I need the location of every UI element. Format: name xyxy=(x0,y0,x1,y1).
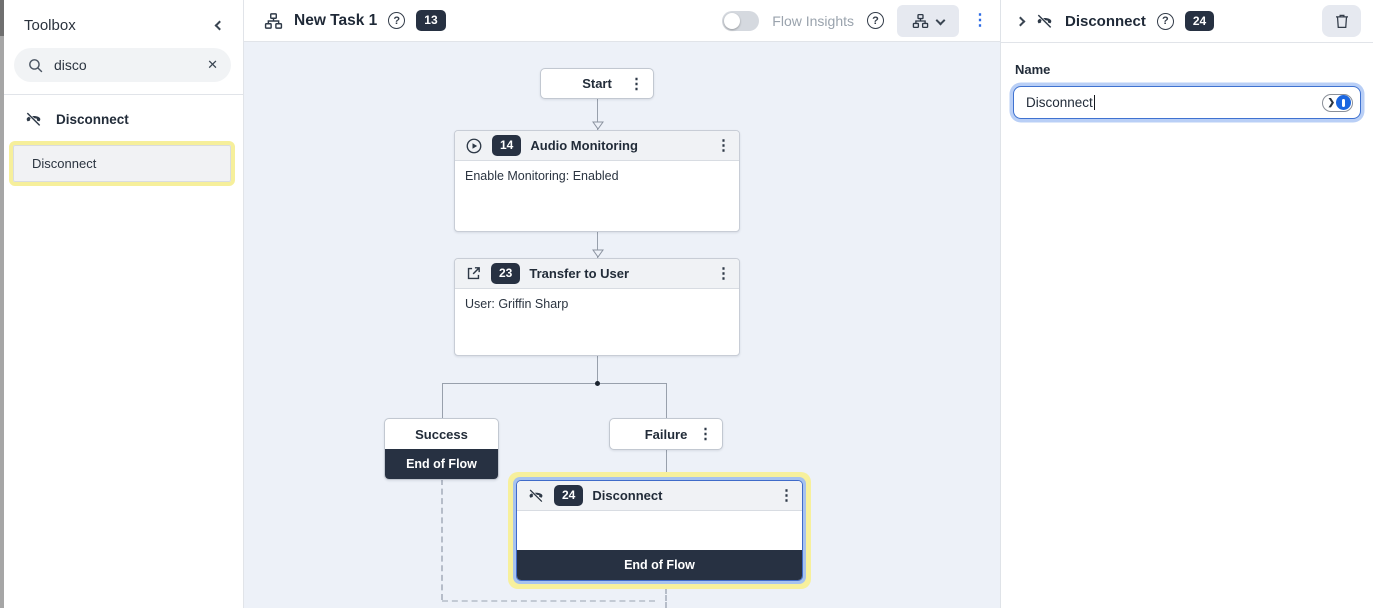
onepassword-circle-icon xyxy=(1336,95,1351,110)
phone-disconnect-icon xyxy=(527,487,545,505)
flow-header: New Task 1 13 Flow Insights xyxy=(244,0,1000,42)
section-label: Disconnect xyxy=(56,112,129,127)
name-field-label: Name xyxy=(1015,62,1051,77)
node-transfer-kebab[interactable] xyxy=(716,266,731,281)
phone-disconnect-icon xyxy=(24,110,43,129)
edge-start-audio xyxy=(597,99,598,130)
inspector-help-icon[interactable] xyxy=(1156,12,1174,30)
scrollbar-thumb[interactable] xyxy=(0,0,4,36)
toggle-knob xyxy=(724,12,741,29)
branch-label: Failure xyxy=(644,426,688,442)
dashed-edge-after-disconnect xyxy=(665,588,667,608)
insights-help-icon[interactable] xyxy=(867,12,884,29)
window-scrollbar[interactable] xyxy=(0,0,4,608)
node-title: Audio Monitoring xyxy=(530,138,638,153)
toolbox-title: Toolbox xyxy=(24,16,76,34)
toolbox-item-disconnect-highlight: Disconnect xyxy=(9,141,235,186)
inspector-node-badge: 24 xyxy=(1184,10,1215,32)
chevron-down-icon xyxy=(935,15,946,26)
text-caret xyxy=(1093,95,1096,110)
inspector-header: Disconnect 24 xyxy=(1001,0,1373,43)
branch-label: Success xyxy=(415,426,468,442)
toolbox-section-disconnect: Disconnect xyxy=(0,95,243,139)
phone-disconnect-icon xyxy=(1035,12,1054,31)
arrowhead-icon xyxy=(592,249,604,258)
name-input-value: Disconnect xyxy=(1026,95,1322,110)
node-disconnect[interactable]: 24 Disconnect End of Flow xyxy=(516,480,803,581)
node-body xyxy=(517,511,802,550)
edge-branch-horizontal xyxy=(442,383,667,384)
flow-area: New Task 1 13 Flow Insights xyxy=(244,0,1000,608)
chevron-right-icon: ❯ xyxy=(1327,97,1335,107)
node-title: Transfer to User xyxy=(529,266,630,281)
toolbox-search[interactable]: disco xyxy=(14,48,231,82)
node-id-badge: 23 xyxy=(491,263,521,284)
toolbox-panel: Toolbox disco Disconnect Disconnect xyxy=(0,0,244,608)
toolbox-header: Toolbox xyxy=(0,0,243,40)
node-start[interactable]: Start xyxy=(540,68,654,99)
search-icon xyxy=(27,57,44,74)
edge-to-success xyxy=(442,383,443,418)
name-input[interactable]: Disconnect ❯ xyxy=(1013,86,1361,119)
node-failure[interactable]: Failure xyxy=(609,418,723,450)
node-success[interactable]: Success End of Flow xyxy=(384,418,499,480)
flow-insights-toggle[interactable] xyxy=(722,10,760,31)
edge-transfer-branch xyxy=(597,356,598,383)
flow-canvas[interactable]: Start 14 Audio Monitoring Enable Monitor… xyxy=(244,42,1000,608)
arrowhead-icon xyxy=(592,121,604,130)
branch-success-head: Success xyxy=(385,419,498,449)
flow-insights-label: Flow Insights xyxy=(772,12,854,29)
node-audio-kebab[interactable] xyxy=(716,138,731,153)
edge-to-failure xyxy=(666,383,667,418)
node-id-badge: 24 xyxy=(554,485,584,506)
branch-junction-dot xyxy=(595,381,600,386)
task-count-badge: 13 xyxy=(416,10,446,31)
dashed-edge-after-success xyxy=(441,479,443,600)
node-start-label: Start xyxy=(582,76,612,91)
delete-node-button[interactable] xyxy=(1322,5,1361,37)
node-disconnect-kebab[interactable] xyxy=(779,488,794,503)
node-title: Disconnect xyxy=(592,488,663,503)
node-transfer-to-user[interactable]: 23 Transfer to User User: Griffin Sharp xyxy=(454,258,740,356)
help-icon[interactable] xyxy=(388,12,406,29)
node-disconnect-highlight: 24 Disconnect End of Flow xyxy=(508,472,811,589)
node-id-badge: 14 xyxy=(492,135,522,156)
edge-audio-transfer xyxy=(597,232,598,258)
flow-header-actions: Flow Insights xyxy=(722,4,988,37)
node-header: 14 Audio Monitoring xyxy=(455,131,739,161)
play-circle-icon xyxy=(465,137,483,155)
dashed-edge-bottom xyxy=(442,600,655,602)
node-header: 23 Transfer to User xyxy=(455,259,739,289)
edge-failure-disconnect xyxy=(666,448,667,472)
toolbox-item-disconnect[interactable]: Disconnect xyxy=(13,145,231,182)
node-disconnect-focus-ring: 24 Disconnect End of Flow xyxy=(513,477,806,584)
end-of-flow-label: End of Flow xyxy=(517,550,802,580)
node-body: User: Griffin Sharp xyxy=(465,297,569,311)
inspector-panel: Disconnect 24 Name Disconnect ❯ xyxy=(1000,0,1373,608)
sitemap-icon xyxy=(912,13,929,29)
node-audio-monitoring[interactable]: 14 Audio Monitoring Enable Monitoring: E… xyxy=(454,130,740,232)
external-link-icon xyxy=(465,265,482,282)
search-input[interactable]: disco xyxy=(54,57,87,73)
inspector-title: Disconnect xyxy=(1065,12,1146,30)
node-header: 24 Disconnect xyxy=(517,481,802,511)
clear-search-icon[interactable] xyxy=(207,57,218,73)
node-start-kebab[interactable] xyxy=(629,76,644,91)
node-failure-kebab[interactable] xyxy=(698,427,713,442)
sitemap-icon xyxy=(264,12,283,30)
flow-menu-kebab[interactable] xyxy=(972,13,988,29)
end-of-flow-label: End of Flow xyxy=(385,449,498,479)
branch-failure-head: Failure xyxy=(610,419,722,449)
task-title: New Task 1 xyxy=(294,11,378,29)
node-body: Enable Monitoring: Enabled xyxy=(465,169,619,183)
password-manager-icon[interactable]: ❯ xyxy=(1322,93,1353,112)
inspector-body: Name Disconnect ❯ xyxy=(1001,43,1373,138)
collapse-inspector-icon[interactable] xyxy=(1015,16,1026,26)
sidebar-divider xyxy=(0,94,243,95)
trash-icon xyxy=(1333,12,1351,30)
collapse-toolbox-icon[interactable] xyxy=(214,20,225,30)
layout-button[interactable] xyxy=(897,4,959,37)
